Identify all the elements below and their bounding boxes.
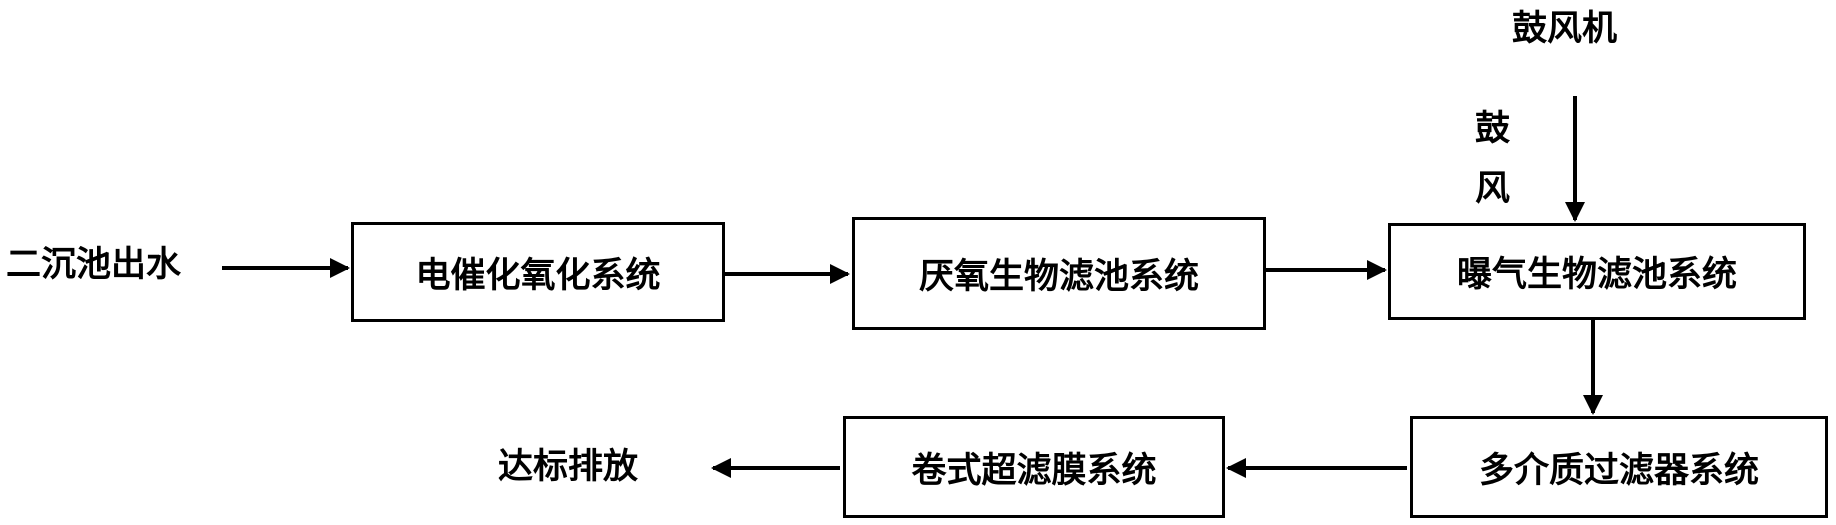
electro-catalytic-box: 电催化氧化系统 xyxy=(351,222,725,322)
blower-flow-char-1: 鼓 xyxy=(1475,109,1511,149)
aerated-filter-label: 曝气生物滤池系统 xyxy=(1456,255,1737,295)
output-label: 达标排放 xyxy=(498,447,639,487)
spiral-uf-label: 卷式超滤膜系统 xyxy=(911,450,1157,491)
input-label: 二沉池出水 xyxy=(6,245,182,285)
blower-label: 鼓风机 xyxy=(1512,9,1618,49)
multimedia-filter-box: 多介质过滤器系统 xyxy=(1410,416,1828,518)
multimedia-filter-label: 多介质过滤器系统 xyxy=(1478,450,1759,491)
aerated-filter-box: 曝气生物滤池系统 xyxy=(1388,223,1806,320)
anaerobic-filter-box: 厌氧生物滤池系统 xyxy=(852,217,1266,330)
electro-catalytic-label: 电催化氧化系统 xyxy=(415,255,661,296)
anaerobic-filter-label: 厌氧生物滤池系统 xyxy=(918,257,1199,297)
spiral-uf-box: 卷式超滤膜系统 xyxy=(843,416,1225,518)
blower-flow-char-2: 风 xyxy=(1475,169,1511,209)
